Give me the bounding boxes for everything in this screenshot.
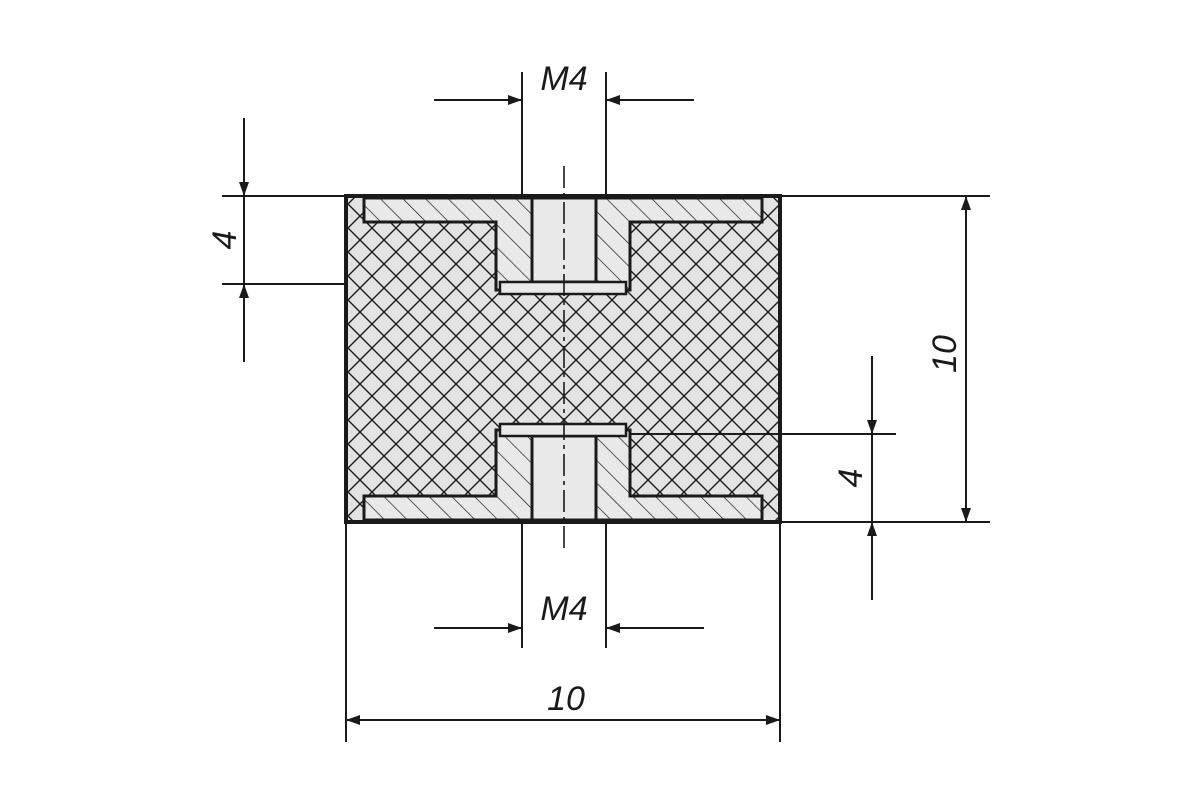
overall-diameter-label: 10 — [547, 680, 585, 718]
bottom-thread-label: M4 — [540, 590, 587, 628]
body-outline — [344, 194, 782, 524]
top-insert-bottom-plate — [498, 280, 628, 296]
top-insert-depth-label: 4 — [206, 231, 244, 250]
top-thread-label: M4 — [540, 60, 587, 98]
overall-height-label: 10 — [926, 335, 964, 373]
bottom-insert-top-plate — [498, 422, 628, 438]
bottom-insert-depth-label: 4 — [832, 469, 870, 488]
